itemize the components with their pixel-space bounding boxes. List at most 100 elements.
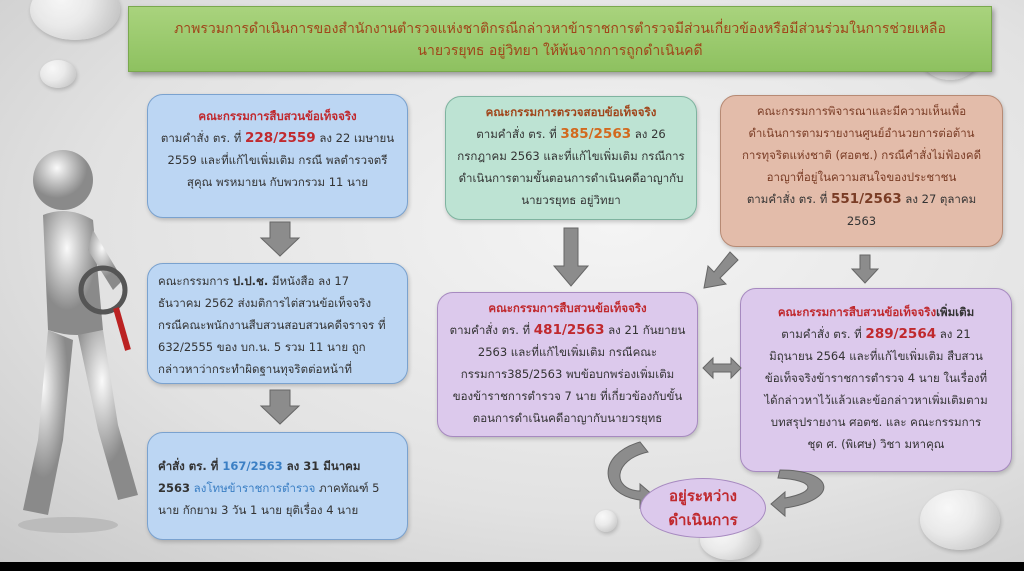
box-line: ข้อเท็จจริงข้าราชการตำรวจ 4 นาย ในเรื่อง… <box>741 367 1011 389</box>
text-segment: ลงโทษข้าราชการตำรวจ <box>190 481 316 495</box>
box-heading: คณะกรรมการพิจารณาและมีความเห็นเพื่อ <box>721 100 1002 122</box>
water-drop <box>920 490 1000 550</box>
text-segment: ตามคำสั่ง ตร. ที่ <box>746 192 831 206</box>
text-segment: คณะกรรมการสืบสวนข้อเท็จจริง <box>488 301 647 315</box>
text-segment: 2563 และที่แก้ไขเพิ่มเติม กรณีคณะ <box>477 345 658 359</box>
box-line: ตามคำสั่ง ตร. ที่ 228/2559 ลง 22 เมษายน <box>148 127 407 149</box>
water-drop <box>40 60 76 88</box>
text-segment: 632/2555 ของ บก.น. 5 รวม 11 นาย ถูก <box>158 340 366 354</box>
text-segment: 2563 <box>846 214 877 228</box>
box-line: การทุจริตแห่งชาติ (ศอตช.) กรณีคำสั่งไม่ฟ… <box>721 144 1002 166</box>
text-segment: คณะกรรมการตรวจสอบข้อเท็จจริง <box>485 105 657 119</box>
order-number: 289/2564 <box>865 326 937 342</box>
text-segment: ลง 26 <box>631 127 666 141</box>
text-segment: นายวรยุทธ อยู่วิทยา <box>521 193 621 207</box>
text-segment: ลง 21 กันยายน <box>604 323 686 337</box>
box-line: นาย กักยาม 3 วัน 1 นาย ยุติเรื่อง 4 นาย <box>158 499 407 521</box>
text-segment: ข้อเท็จจริงข้าราชการตำรวจ 4 นาย ในเรื่อง… <box>764 371 988 385</box>
arrow-down-icon <box>259 389 301 425</box>
text-segment: สุคุณ พรหมายน กับพวกรวม 11 นาย <box>186 175 369 189</box>
box-line: 2563 <box>721 210 1002 232</box>
box-line: ดำเนินการตามขั้นตอนการดำเนินคดีอาญากับ <box>446 167 696 189</box>
arrow-diagonal-icon <box>703 251 739 289</box>
box-line: 2563 และที่แก้ไขเพิ่มเติม กรณีคณะ <box>438 341 697 363</box>
text-segment: ชุด ศ. (พิเศษ) วิชา มหาคุณ <box>807 437 945 451</box>
box-review-551: คณะกรรมการพิจารณาและมีความเห็นเพื่อดำเนิ… <box>720 95 1003 247</box>
curved-arrow-icon <box>770 469 825 518</box>
text-segment: นาย กักยาม 3 วัน 1 นาย ยุติเรื่อง 4 นาย <box>158 503 359 517</box>
text-segment: กรกฎาคม 2563 และที่แก้ไขเพิ่มเติม กรณีกา… <box>457 149 685 163</box>
box-line: อาญาที่อยู่ในความสนใจของประชาชน <box>721 166 1002 188</box>
text-segment: ลง 22 เมษายน <box>315 131 395 145</box>
text-segment: คณะกรรมการ <box>158 274 233 288</box>
box-line: ธันวาคม 2562 ส่งมติการไต่สวนข้อเท็จจริง <box>158 292 407 314</box>
slide-title: ภาพรวมการดำเนินการของสำนักงานตำรวจแห่งชา… <box>128 6 992 72</box>
order-number: 481/2563 <box>533 322 605 338</box>
box-line: คณะกรรมการ ป.ป.ช. มีหนังสือ ลง 17 <box>158 270 407 292</box>
text-segment: เพิ่มเติม <box>936 305 975 319</box>
box-line: ได้กล่าวหาไว้แล้วและข้อกล่าวหาเพิ่มเติมต… <box>741 389 1011 411</box>
text-segment: มิถุนายน 2564 และที่แก้ไขเพิ่มเติม สืบสว… <box>769 349 983 363</box>
text-segment: กล่าวหาว่ากระทำผิดฐานทุจริตต่อหน้าที่ <box>158 362 352 376</box>
arrow-down-icon <box>259 221 301 257</box>
arrow-down-icon <box>552 227 590 287</box>
box-line: ตอนการดำเนินคดีอาญากับนายวรยุทธ <box>438 407 697 429</box>
arrow-down-icon <box>850 254 880 284</box>
text-segment: ของข้าราชการตำรวจ 7 นาย ที่เกี่ยวข้องกับ… <box>452 389 683 403</box>
order-number: 385/2563 <box>560 126 632 142</box>
box-order-167: คำสั่ง ตร. ที่ 167/2563 ลง 31 มีนาคม 2563… <box>147 432 408 540</box>
box-line: กล่าวหาว่ากระทำผิดฐานทุจริตต่อหน้าที่ <box>158 358 407 380</box>
title-line: นายวรยุทธ อยู่วิทยา ให้พ้นจากการถูกดำเนิ… <box>417 43 703 59</box>
box-line: กรณีคณะพนักงานสืบสวนสอบสวนคดีจราจร ที่ <box>158 314 407 336</box>
text-segment: คำสั่ง ตร. ที่ <box>158 459 223 473</box>
box-line: นายวรยุทธ อยู่วิทยา <box>446 189 696 211</box>
text-segment: ลง 31 มีนาคม <box>282 459 361 473</box>
box-line: 632/2555 ของ บก.น. 5 รวม 11 นาย ถูก <box>158 336 407 358</box>
text-segment: คณะกรรมการสืบสวนข้อเท็จจริง <box>777 305 937 319</box>
text-segment: ลง 21 <box>936 327 971 341</box>
text-segment: ลง 27 ตุลาคม <box>901 192 977 206</box>
box-fact-finding-481: คณะกรรมการสืบสวนข้อเท็จจริงตามคำสั่ง ตร.… <box>437 292 698 437</box>
box-line: ของข้าราชการตำรวจ 7 นาย ที่เกี่ยวข้องกับ… <box>438 385 697 407</box>
box-line: ดำเนินการตามรายงานศูนย์อำนวยการต่อต้าน <box>721 122 1002 144</box>
text-segment: ตอนการดำเนินคดีอาญากับนายวรยุทธ <box>472 411 663 425</box>
text-segment: ดำเนินการตามขั้นตอนการดำเนินคดีอาญากับ <box>458 171 684 185</box>
box-nacc-letter: คณะกรรมการ ป.ป.ช. มีหนังสือ ลง 17 ธันวาคม… <box>147 263 408 384</box>
text-segment: ตามคำสั่ง ตร. ที่ <box>160 131 246 145</box>
box-line: ตามคำสั่ง ตร. ที่ 481/2563 ลง 21 กันยายน <box>438 319 697 341</box>
order-number: 228/2559 <box>245 130 316 146</box>
box-line: บทสรุปรายงาน ศอตช. และ คณะกรรมการ <box>741 411 1011 433</box>
status-in-progress: อยู่ระหว่าง ดำเนินการ <box>640 478 766 538</box>
text-segment: การทุจริตแห่งชาติ (ศอตช.) กรณีคำสั่งไม่ฟ… <box>741 148 982 162</box>
text-segment: 2563 <box>158 481 191 495</box>
text-segment: กรณีคณะพนักงานสืบสวนสอบสวนคดีจราจร ที่ <box>158 318 386 332</box>
title-line: ภาพรวมการดำเนินการของสำนักงานตำรวจแห่งชา… <box>174 21 946 37</box>
investigator-figure-icon <box>18 150 138 533</box>
box-fact-finding-228: คณะกรรมการสืบสวนข้อเท็จจริงตามคำสั่ง ตร.… <box>147 94 408 218</box>
double-arrow-icon <box>702 356 742 380</box>
text-segment: มีหนังสือ ลง 17 <box>268 274 350 288</box>
order-number: 551/2563 <box>830 191 902 207</box>
box-heading: คณะกรรมการตรวจสอบข้อเท็จจริง <box>446 101 696 123</box>
box-line: ตามคำสั่ง ตร. ที่ 385/2563 ลง 26 <box>446 123 696 145</box>
text-segment: บทสรุปรายงาน ศอตช. และ คณะกรรมการ <box>770 415 982 429</box>
box-line: กรกฎาคม 2563 และที่แก้ไขเพิ่มเติม กรณีกา… <box>446 145 696 167</box>
text-segment: 167/2563 <box>222 459 283 473</box>
box-heading: คณะกรรมการสืบสวนข้อเท็จจริงเพิ่มเติม <box>741 301 1011 323</box>
text-segment: กรรมการ385/2563 พบข้อบกพร่องเพิ่มเติม <box>460 367 675 381</box>
text-segment: คณะกรรมการสืบสวนข้อเท็จจริง <box>198 109 357 123</box>
box-inspection-385: คณะกรรมการตรวจสอบข้อเท็จจริงตามคำสั่ง ตร… <box>445 96 697 220</box>
text-segment: ได้กล่าวหาไว้แล้วและข้อกล่าวหาเพิ่มเติมต… <box>764 393 988 407</box>
status-line: อยู่ระหว่าง <box>669 487 737 505</box>
text-segment: ตามคำสั่ง ตร. ที่ <box>781 327 866 341</box>
box-line: 2559 และที่แก้ไขเพิ่มเติม กรณี พลตำรวจตร… <box>148 149 407 171</box>
box-line: ชุด ศ. (พิเศษ) วิชา มหาคุณ <box>741 433 1011 455</box>
text-segment: ตามคำสั่ง ตร. ที่ <box>449 323 534 337</box>
box-line: มิถุนายน 2564 และที่แก้ไขเพิ่มเติม สืบสว… <box>741 345 1011 367</box>
text-segment: คณะกรรมการพิจารณาและมีความเห็นเพื่อ <box>756 104 967 118</box>
text-segment: ป.ป.ช. <box>232 274 269 288</box>
text-segment: ธันวาคม 2562 ส่งมติการไต่สวนข้อเท็จจริง <box>158 296 372 310</box>
water-drop <box>595 510 617 532</box>
text-segment: ดำเนินการตามรายงานศูนย์อำนวยการต่อต้าน <box>748 126 975 140</box>
